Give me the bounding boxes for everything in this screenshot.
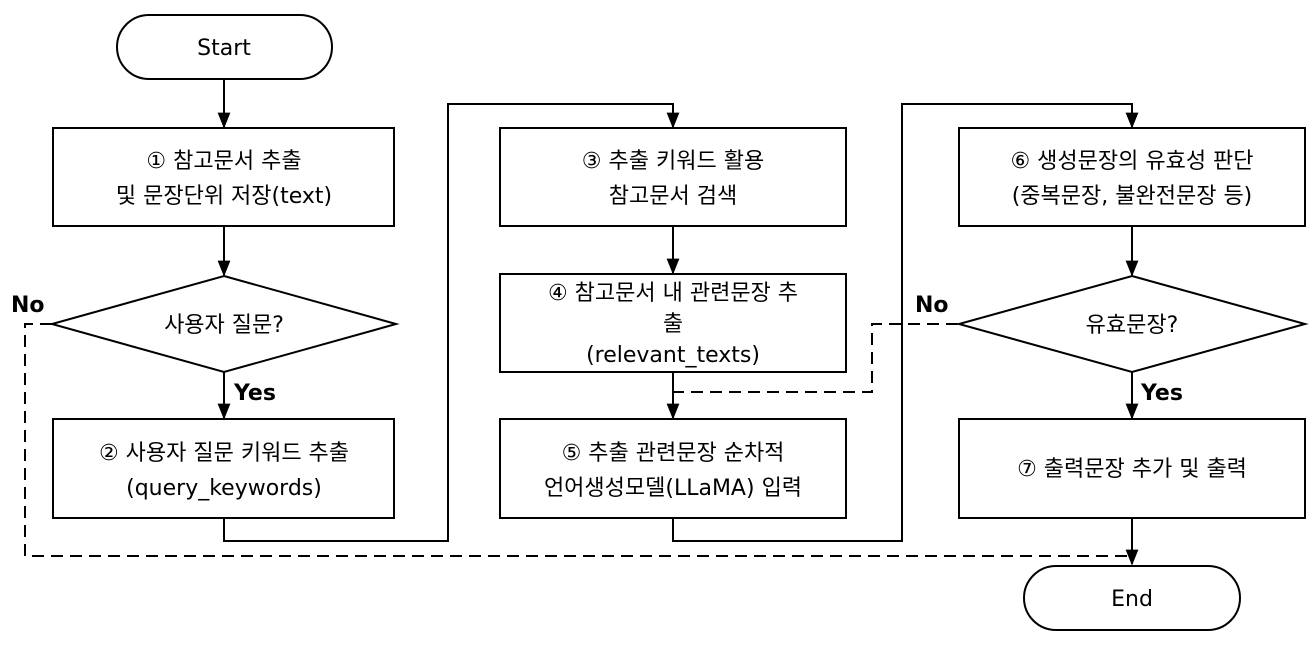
edge-decision2-loop-no (673, 323, 958, 393)
decision-user-question (48, 274, 400, 374)
step3-box (499, 127, 847, 227)
decision-valid-sentence (955, 274, 1309, 374)
step6-line2: (중복문장, 불완전문장 등) (1012, 184, 1253, 209)
step6-box (958, 127, 1306, 227)
step5-line1: ⑤ 추출 관련문장 순차적 (562, 441, 785, 466)
step7-box (958, 418, 1306, 519)
step4-line2: 출 (663, 312, 683, 337)
edge-step5-step6 (672, 103, 1139, 542)
step2-box (52, 418, 395, 519)
step1-line2: 및 문장단위 저장(text) (116, 184, 332, 209)
start-terminal (116, 14, 333, 80)
step6-line1: ⑥ 생성문장의 유효성 판단 (1010, 149, 1253, 174)
end-label: End (1111, 587, 1153, 612)
step4-box (499, 273, 847, 373)
edge-step2-step3 (223, 103, 680, 542)
user-question-yes-label: Yes (233, 381, 276, 406)
decision-user-question-label: 사용자 질문? (164, 313, 284, 338)
step1-line1: ① 참고문서 추출 (146, 149, 301, 174)
valid-yes-label: Yes (1140, 381, 1183, 406)
step4-line1: ④ 참고문서 내 관련문장 추 (548, 281, 798, 306)
user-question-no-label: No (11, 293, 45, 318)
edge-decision-end-no (24, 323, 1132, 557)
step1-box (52, 127, 395, 227)
valid-no-label: No (915, 293, 949, 318)
step5-line2: 언어생성모델(LLaMA) 입력 (544, 476, 802, 501)
start-label: Start (197, 36, 251, 61)
end-terminal (1023, 565, 1241, 631)
step2-line1: ② 사용자 질문 키워드 추출 (99, 441, 349, 466)
step4-line3: (relevant_texts) (586, 343, 760, 368)
step3-line1: ③ 추출 키워드 활용 (582, 149, 764, 174)
step5-box (499, 418, 847, 519)
decision-valid-sentence-label: 유효문장? (1086, 313, 1179, 338)
step7-label: ⑦ 출력문장 추가 및 출력 (1017, 457, 1247, 482)
step2-line2: (query_keywords) (126, 476, 322, 501)
step3-line2: 참고문서 검색 (609, 184, 737, 209)
